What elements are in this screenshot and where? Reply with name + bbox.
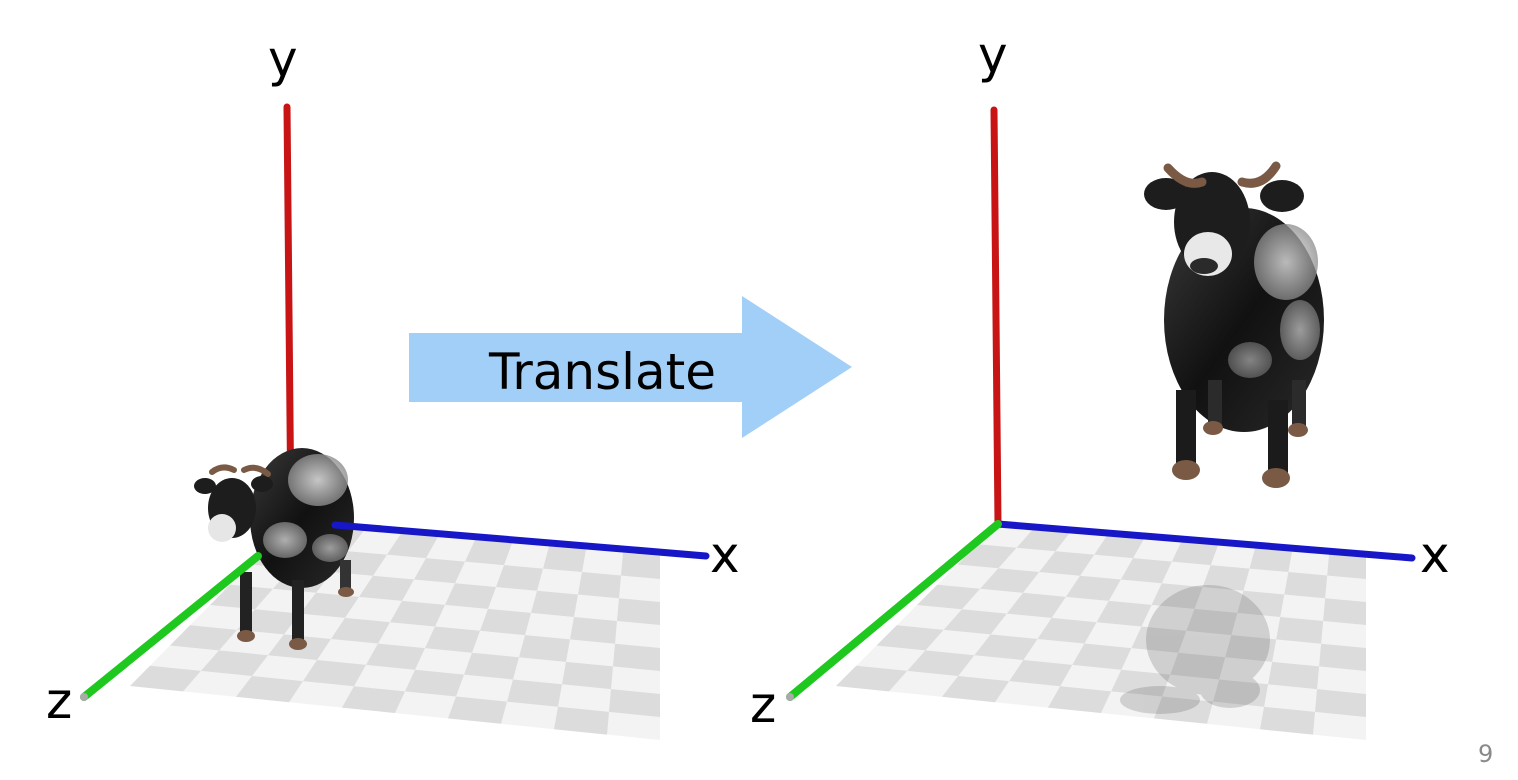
floor-tile bbox=[1315, 689, 1366, 717]
floor-tile bbox=[1120, 558, 1172, 584]
arrow-shape bbox=[409, 296, 852, 438]
floor-tile bbox=[445, 583, 496, 609]
translate-arrow: Translate bbox=[409, 296, 852, 438]
arrow-label: Translate bbox=[488, 343, 716, 401]
floor-tile bbox=[1048, 686, 1112, 713]
floor-tile bbox=[1170, 652, 1226, 680]
floor-tile bbox=[621, 552, 660, 579]
left-cow-image bbox=[194, 448, 354, 650]
right-z-axis bbox=[786, 520, 1002, 701]
right-floor-grid bbox=[836, 524, 1366, 740]
floor-tile bbox=[387, 533, 438, 559]
floor-tile bbox=[1006, 592, 1066, 618]
right-x-axis bbox=[994, 520, 1416, 562]
floor-tile bbox=[1260, 706, 1316, 735]
floor-tile bbox=[1016, 527, 1072, 552]
floor-tile bbox=[1268, 661, 1320, 690]
right-z-label: z bbox=[750, 676, 776, 734]
floor-tile bbox=[496, 565, 543, 591]
floor-tile bbox=[613, 643, 660, 671]
right-cow-image bbox=[1144, 161, 1324, 488]
right-x-label: x bbox=[1420, 526, 1450, 584]
floor-tile bbox=[907, 650, 975, 676]
floor-tile bbox=[237, 609, 300, 635]
floor-tile bbox=[917, 584, 981, 610]
floor-tile bbox=[130, 665, 201, 692]
right-y-axis bbox=[990, 106, 1002, 528]
floor-tile bbox=[1202, 565, 1250, 591]
floor-tile bbox=[1237, 590, 1285, 617]
floor-tile bbox=[876, 625, 944, 651]
floor-tile bbox=[980, 568, 1040, 593]
floor-tile bbox=[170, 625, 237, 651]
right-y-label: y bbox=[978, 26, 1008, 84]
floor-tile bbox=[943, 609, 1007, 635]
left-x-axis bbox=[331, 521, 710, 560]
floor-tile bbox=[1249, 546, 1293, 573]
floor-tile bbox=[543, 546, 586, 573]
right-panel: y x z bbox=[750, 26, 1450, 740]
floor-tile bbox=[201, 650, 268, 676]
floor-tile bbox=[390, 600, 445, 627]
floor-tile bbox=[1094, 533, 1146, 559]
cow-shadow bbox=[1120, 585, 1270, 714]
floor-tile bbox=[570, 616, 617, 644]
floor-tile bbox=[1111, 669, 1171, 697]
left-x-label: x bbox=[710, 526, 740, 584]
floor-tile bbox=[1276, 616, 1324, 644]
floor-tile bbox=[942, 676, 1010, 703]
floor-tile bbox=[448, 696, 507, 724]
floor-tile bbox=[303, 660, 366, 687]
floor-tile bbox=[1213, 679, 1269, 707]
page-number: 9 bbox=[1478, 740, 1493, 768]
floor-tile bbox=[1225, 635, 1277, 662]
floor-tile bbox=[405, 669, 464, 697]
floor-tile bbox=[342, 686, 405, 713]
floor-tile bbox=[519, 635, 570, 662]
floor-tile bbox=[562, 661, 613, 690]
floor-tile bbox=[425, 626, 480, 653]
floor-tile bbox=[507, 679, 562, 707]
floor-tile bbox=[480, 608, 531, 636]
floor-tile bbox=[331, 617, 390, 644]
floor-tile bbox=[464, 652, 519, 680]
floor-tile bbox=[974, 634, 1038, 661]
floor-tile bbox=[359, 575, 414, 601]
floor-tile bbox=[531, 590, 578, 617]
floor-tile bbox=[1319, 643, 1366, 671]
left-z-label: z bbox=[46, 672, 72, 730]
floor-tile bbox=[836, 665, 908, 692]
left-z-axis bbox=[80, 552, 262, 701]
left-floor-grid bbox=[130, 524, 660, 740]
floor-tile bbox=[1284, 572, 1328, 599]
left-panel: y x z bbox=[46, 30, 740, 740]
floor-tile bbox=[1039, 551, 1095, 576]
floor-tile bbox=[1096, 600, 1152, 627]
floor-tile bbox=[1327, 552, 1366, 579]
floor-tile bbox=[1037, 617, 1097, 644]
floor-tile bbox=[1065, 575, 1121, 601]
floor-tile bbox=[465, 540, 512, 566]
floor-tile bbox=[609, 689, 660, 717]
floor-tile bbox=[617, 598, 660, 625]
floor-tile bbox=[1154, 696, 1214, 724]
floor-tile bbox=[554, 706, 609, 735]
floor-tile bbox=[1151, 583, 1203, 609]
floor-tile bbox=[1171, 540, 1219, 566]
floor-tile bbox=[1186, 608, 1238, 636]
floor-tile bbox=[1009, 660, 1073, 687]
floor-tile bbox=[300, 592, 359, 618]
floor-tile bbox=[236, 676, 303, 703]
floor-tile bbox=[1323, 598, 1366, 625]
left-y-label: y bbox=[268, 30, 298, 88]
floor-tile bbox=[578, 572, 621, 599]
floor-tile bbox=[366, 643, 425, 670]
floor-tile bbox=[1072, 643, 1132, 670]
floor-tile bbox=[1131, 626, 1187, 653]
floor-tile bbox=[414, 558, 465, 584]
